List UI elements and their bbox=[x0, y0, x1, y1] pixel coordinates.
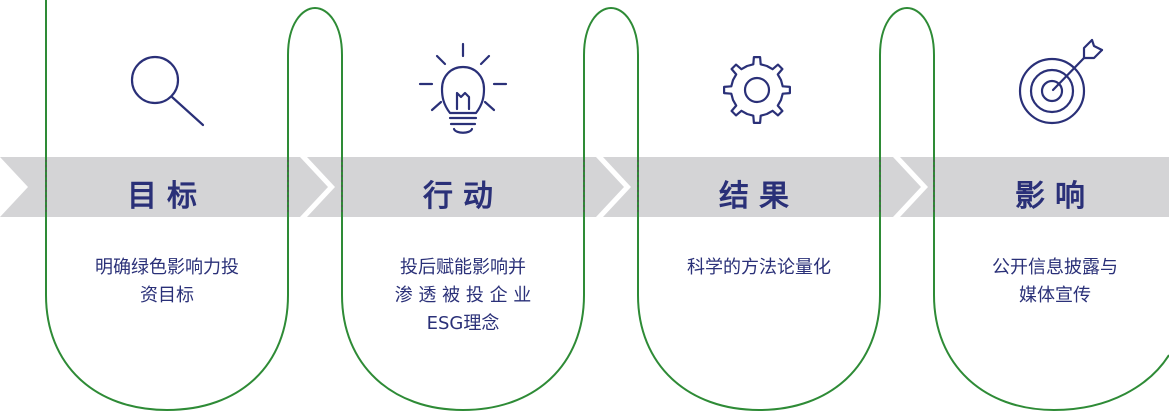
ribbon-segment-1 bbox=[0, 157, 328, 217]
search-icon bbox=[130, 55, 205, 127]
lightbulb-icon bbox=[418, 42, 508, 134]
gear-icon bbox=[723, 56, 791, 124]
ribbon-band bbox=[0, 157, 1169, 217]
outline-bottom-arc-1 bbox=[45, 0, 289, 412]
outline-bottom-arc-2 bbox=[341, 55, 585, 412]
serpentine-outline bbox=[45, 0, 1169, 412]
outline-bottom-arc-4 bbox=[933, 55, 1169, 412]
outline-top-arc-3 bbox=[879, 6, 935, 56]
ribbon-dotted-lines bbox=[45, 160, 935, 215]
target-icon bbox=[1018, 38, 1104, 125]
ribbon-segment-4 bbox=[900, 157, 1169, 217]
outline-top-arc-1 bbox=[287, 6, 343, 56]
outline-bottom-arc-3 bbox=[637, 55, 881, 412]
outline-top-arc-2 bbox=[583, 6, 639, 56]
ribbon-segment-2 bbox=[307, 157, 624, 217]
ribbon-segment-3 bbox=[603, 157, 921, 217]
